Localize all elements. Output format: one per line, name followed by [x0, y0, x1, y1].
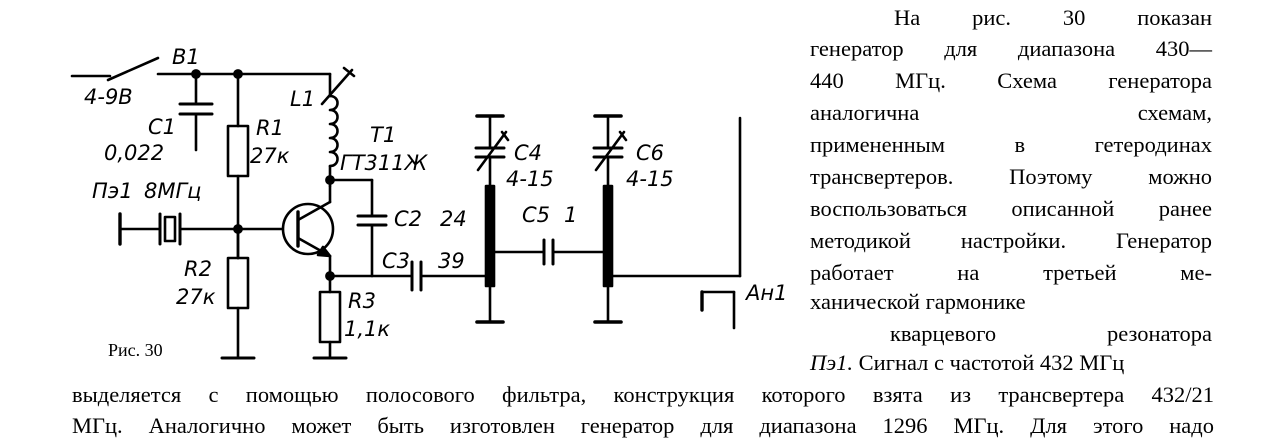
text-line: методикой настройки. Генератор — [810, 228, 1212, 253]
capacitor-c3 — [410, 260, 492, 292]
capacitor-c5 — [492, 238, 606, 266]
label-b1: B1 — [172, 45, 200, 69]
label-r2-value: 27к — [176, 285, 216, 309]
text-line: аналогична схемам, — [810, 100, 1212, 125]
label-r1: R1 — [256, 116, 284, 140]
label-c4-value: 4-15 — [506, 167, 554, 191]
strip-line-1 — [474, 114, 510, 324]
label-c2: C2 — [394, 207, 422, 231]
label-t1: T1 — [370, 123, 396, 147]
crystal-pe1 — [118, 212, 284, 246]
label-c4: C4 — [514, 141, 542, 165]
label-r2: R2 — [184, 257, 212, 281]
antenna-an1 — [610, 116, 742, 330]
resistor-r2 — [220, 227, 256, 360]
label-c2-value: 24 — [440, 207, 467, 231]
text-line: работает на третьей ме- — [810, 260, 1212, 285]
label-r3: R3 — [348, 289, 376, 313]
label-t1-type: ГТ311Ж — [340, 151, 429, 175]
label-c3-value: 39 — [438, 249, 465, 273]
label-c1: C1 — [148, 115, 176, 139]
label-r3-value: 1,1к — [344, 317, 390, 341]
text-line: генератор для диапазона 430— — [810, 36, 1212, 61]
text-line: ханической гармонике — [810, 289, 1026, 314]
resistor-r3 — [312, 290, 348, 360]
label-c5: C5 — [522, 203, 550, 227]
text-line: трансвертеров. Поэтому можно — [810, 164, 1212, 189]
label-antenna: Ан1 — [744, 281, 787, 305]
label-c5-value: 1 — [564, 203, 577, 227]
text-line: выделяется с помощью полосового фильтра,… — [72, 382, 1214, 407]
label-c3: C3 — [382, 249, 410, 273]
capacitor-c2 — [328, 178, 414, 278]
label-supply: 4-9B — [84, 85, 133, 109]
switch-b1 — [70, 56, 332, 82]
label-c6: C6 — [636, 141, 664, 165]
label-r1-value: 27к — [250, 144, 290, 168]
text-line: кварцевого резонатора — [890, 321, 1212, 346]
label-c1-value: 0,022 — [104, 141, 164, 165]
text-line: 440 МГц. Схема генератора — [810, 68, 1212, 93]
label-crystal-freq: 8МГц — [144, 179, 201, 203]
strip-line-2 — [592, 114, 628, 324]
text-italic-ref: Пэ1. — [810, 350, 854, 375]
text-line: примененным в гетеродинах — [810, 132, 1212, 157]
capacitor-c1 — [178, 102, 214, 152]
circuit-schematic: B1 4-9B C1 0,022 R1 27к L1 T1 ГТ311Ж Пэ1… — [70, 45, 787, 360]
text-line: МГц. Аналогично может быть изготовлен ге… — [72, 413, 1214, 438]
figure-caption: Рис. 30 — [108, 340, 163, 360]
label-crystal: Пэ1 — [92, 179, 133, 203]
text-line-rest: Сигнал с частотой 432 МГц — [853, 350, 1125, 375]
text-line: Пэ1. Сигнал с частотой 432 МГц — [810, 349, 1212, 377]
text-line: воспользоваться описанной ранее — [810, 196, 1212, 221]
label-c6-value: 4-15 — [626, 167, 674, 191]
label-l1: L1 — [290, 87, 315, 111]
text-line: На рис. 30 показан — [894, 5, 1212, 30]
